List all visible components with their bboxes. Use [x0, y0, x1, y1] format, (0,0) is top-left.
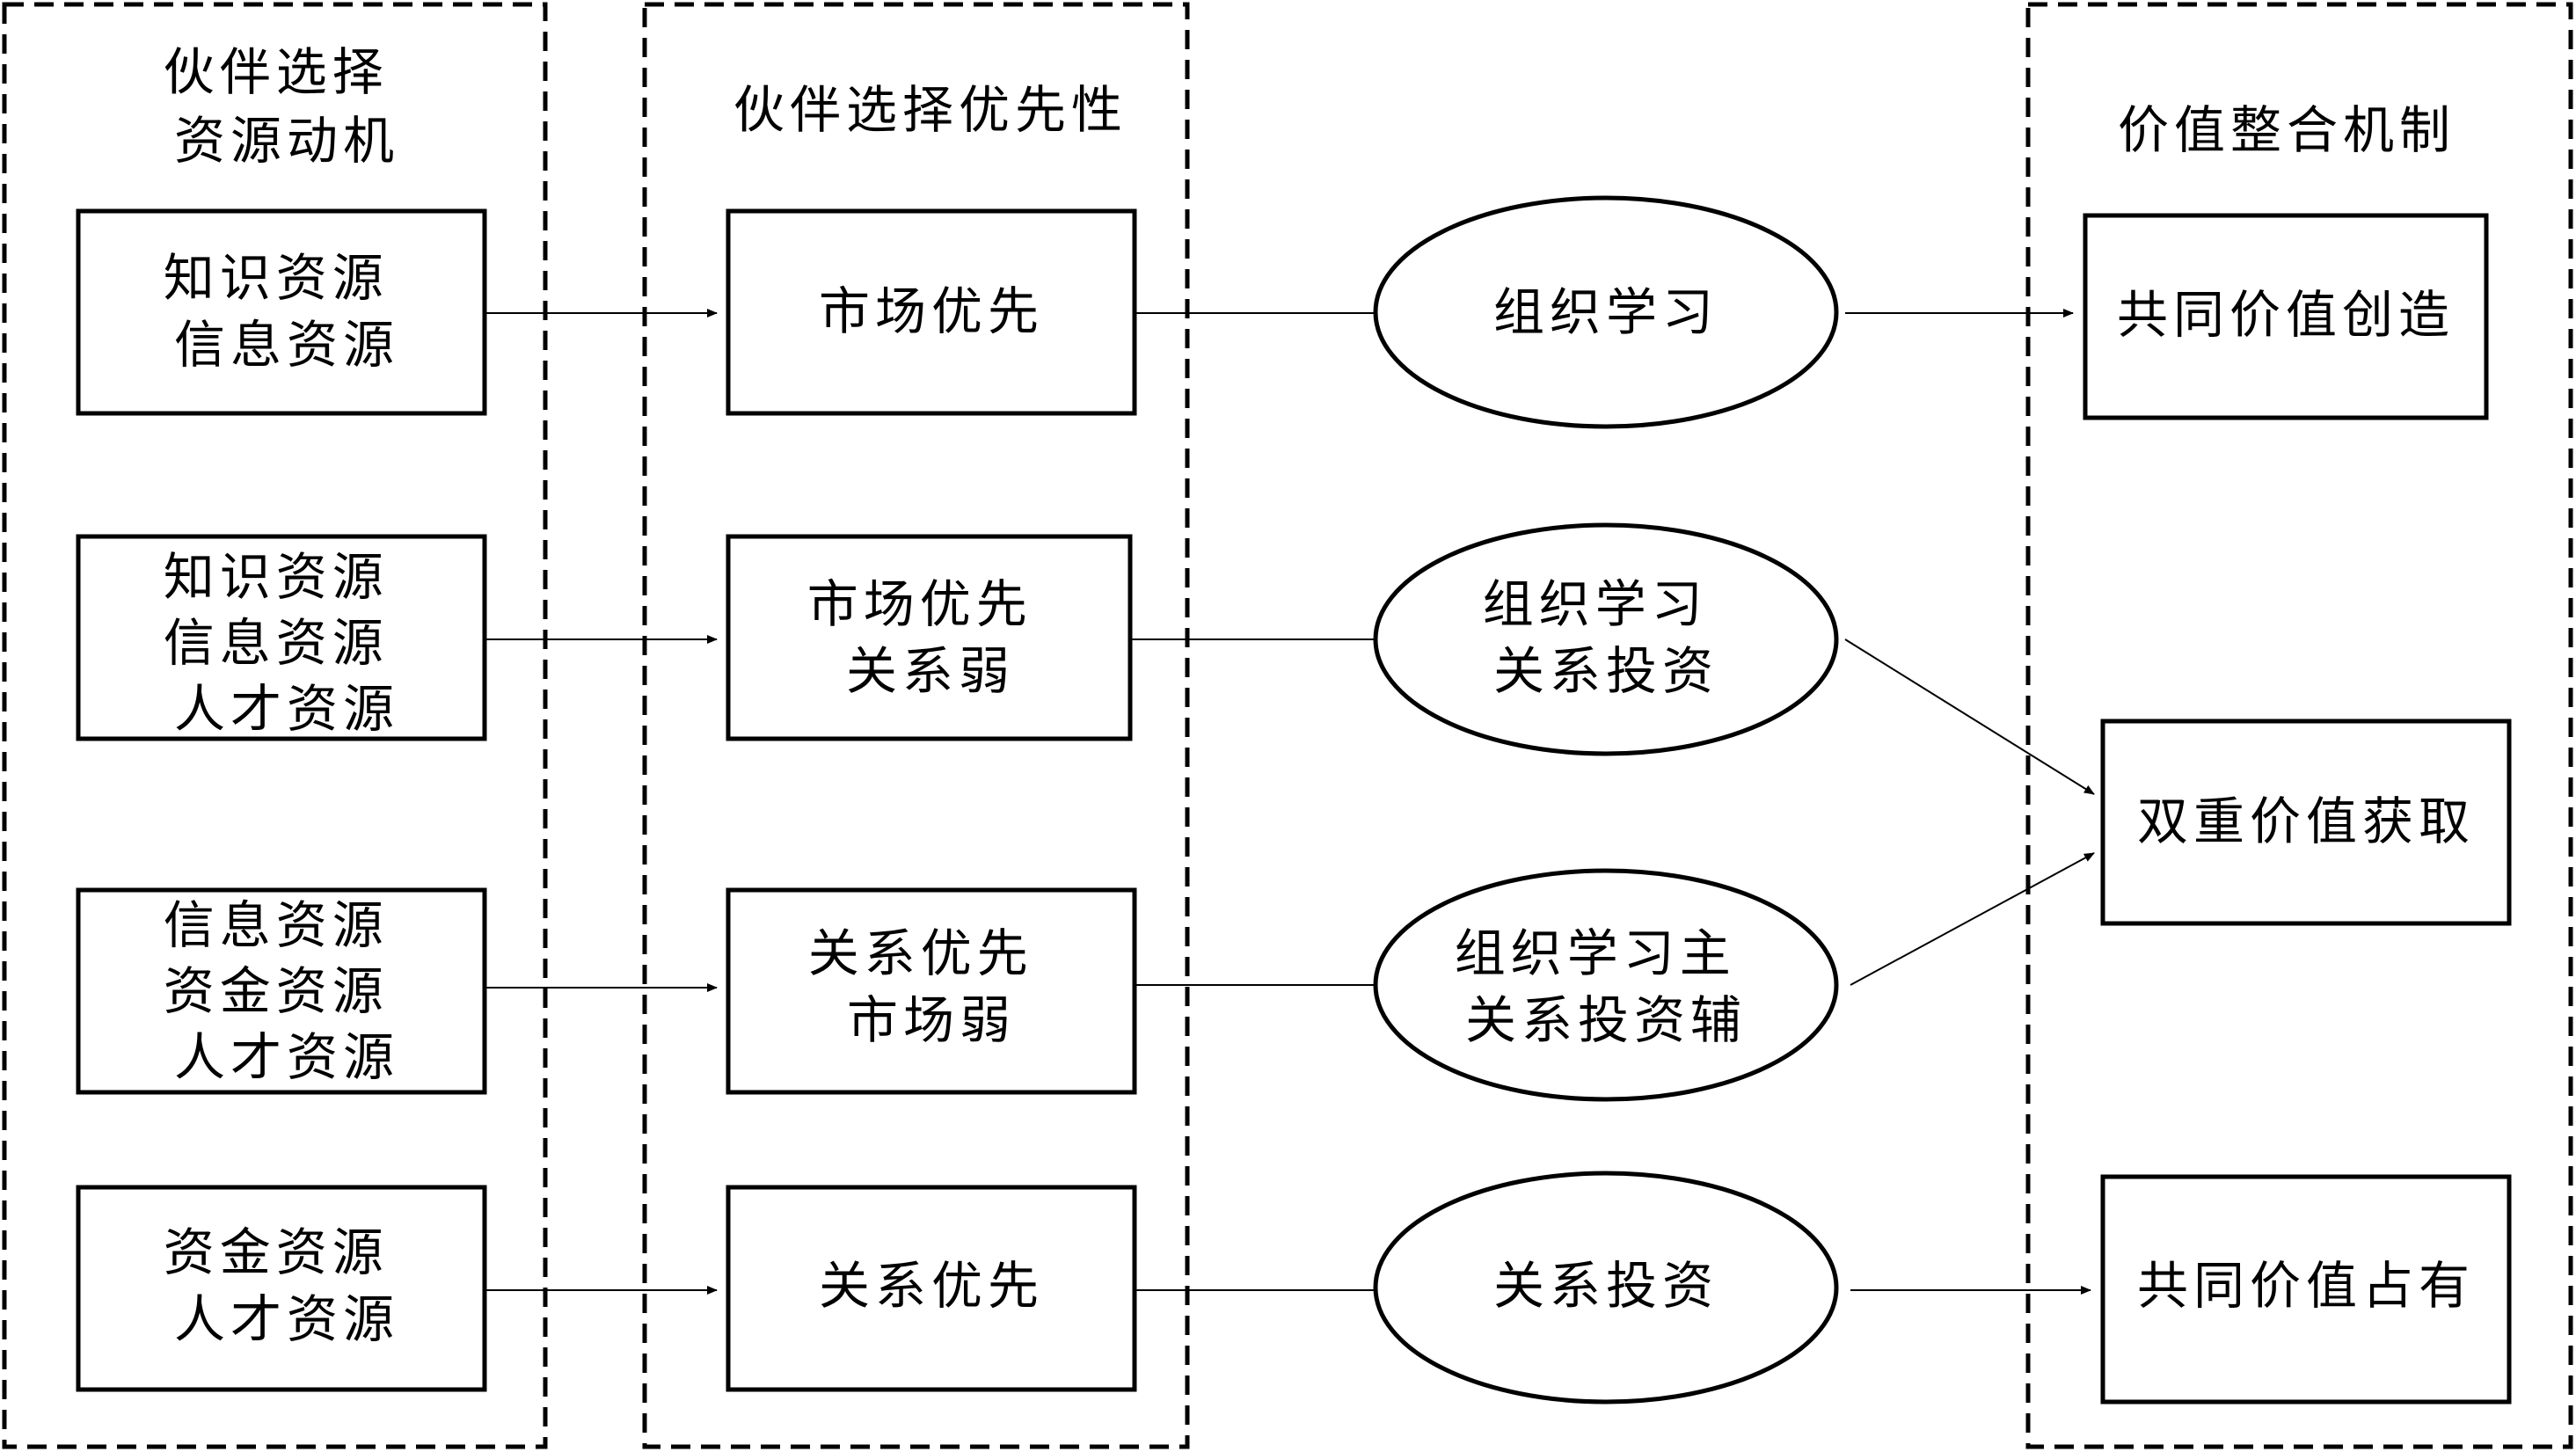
priority-box-2	[726, 534, 1133, 741]
process-ellipse-3-text: 组织学习主 关系投资辅	[1455, 923, 1757, 1050]
process-ellipse-2-text: 组织学习 关系投资	[1483, 574, 1729, 701]
process-ellipse-4	[1373, 1171, 1839, 1405]
resource-box-1	[76, 208, 487, 416]
arrow-process-2-to-outcome-2	[1844, 638, 2095, 795]
arrow-process-3-to-outcome-2	[1850, 852, 2095, 986]
motive-group-title: 伙伴选择 资源动机	[164, 42, 410, 171]
outcome-box-2-text: 双重价值获取	[2137, 792, 2475, 851]
resource-box-3	[76, 887, 487, 1095]
resource-box-4-text: 资金资源 人才资源	[164, 1222, 410, 1349]
resource-box-1-text: 知识资源 信息资源	[164, 248, 410, 375]
resource-box-2-text: 知识资源 信息资源 人才资源	[164, 547, 410, 739]
priority-box-3	[726, 887, 1137, 1095]
priority-box-1	[726, 208, 1137, 416]
process-ellipse-4-text: 关系投资	[1493, 1256, 1719, 1316]
outcome-box-2	[2100, 719, 2512, 926]
priority-group-frame	[642, 2, 1190, 1449]
process-ellipse-1-text: 组织学习	[1493, 282, 1719, 342]
outcome-box-1	[2083, 213, 2489, 420]
priority-group-title: 伙伴选择优先性	[733, 80, 1127, 140]
process-ellipse-2	[1373, 522, 1839, 756]
priority-box-3-text: 关系优先 市场弱	[808, 923, 1054, 1050]
mechanism-group-title: 价值整合机制	[2118, 100, 2456, 160]
priority-box-2-text: 市场优先 关系弱	[807, 574, 1054, 701]
priority-box-1-text: 市场优先	[819, 281, 1044, 341]
motive-group-frame	[2, 2, 548, 1449]
resource-box-3-text: 信息资源 资金资源 人才资源	[164, 895, 410, 1087]
outcome-box-3	[2100, 1174, 2512, 1405]
outcome-box-1-text: 共同价值创造	[2117, 285, 2455, 345]
mechanism-group-frame	[2025, 2, 2573, 1449]
process-ellipse-3	[1373, 868, 1839, 1102]
resource-box-2	[76, 534, 487, 741]
priority-box-4	[726, 1185, 1137, 1392]
priority-box-4-text: 关系优先	[819, 1256, 1044, 1316]
resource-box-4	[76, 1185, 487, 1392]
outcome-box-3-text: 共同价值占有	[2137, 1256, 2475, 1316]
